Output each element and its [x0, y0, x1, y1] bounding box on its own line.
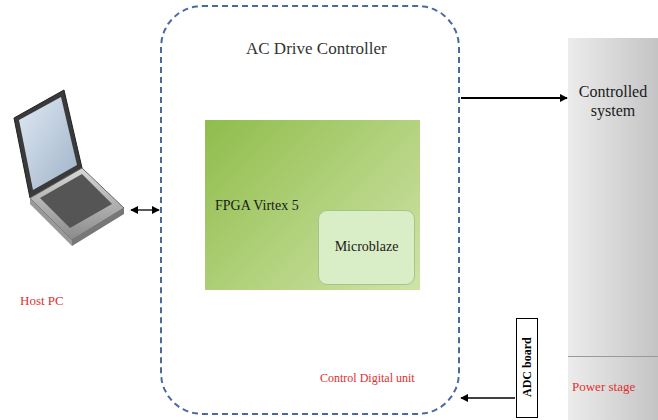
region-title: AC Drive Controller: [246, 39, 387, 59]
region-caption: Control Digital unit: [320, 371, 415, 385]
process-label: Microblaze: [335, 239, 399, 256]
process-label: FPGA Virtex 5: [215, 198, 299, 215]
system-label: Controlled system: [573, 82, 653, 120]
arrow-connector: [461, 97, 567, 99]
fpga-box: FPGA Virtex 5 Microblaze: [205, 120, 420, 290]
power-stage: Power stage: [568, 356, 658, 420]
processor-box: Microblaze: [318, 210, 415, 285]
board-label: ADC board: [519, 338, 533, 398]
system-panel: Controlled systemPower stage: [568, 38, 658, 420]
arrow-connector: [131, 209, 159, 210]
controller-region: AC Drive ControllerControl Digital unit F…: [160, 5, 460, 415]
adc-board: ADC board: [516, 318, 538, 418]
stage-label: Power stage: [572, 379, 635, 395]
host-pc: Host PC: [0, 85, 130, 315]
device-label: Host PC: [20, 293, 64, 309]
arrow-connector: [461, 397, 515, 398]
